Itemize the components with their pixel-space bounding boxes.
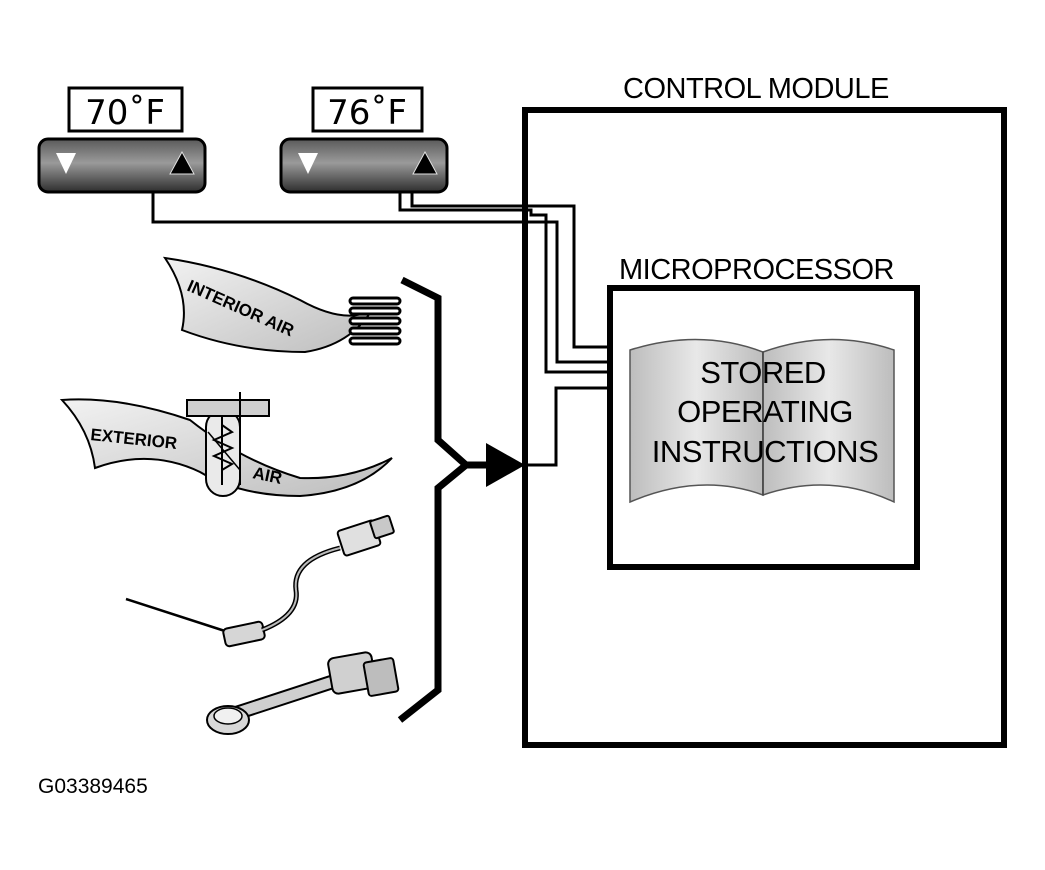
- thermostat-70: 70˚F: [37, 86, 207, 194]
- thermostat-76: 76˚F: [279, 86, 449, 194]
- brace-lower: [397, 462, 469, 723]
- probe-sensor: [125, 514, 395, 648]
- book-right-page: [762, 338, 895, 504]
- thermistor-resistor-icon: [211, 424, 235, 471]
- book-line-2: OPERATING: [677, 394, 853, 429]
- microprocessor-label: MICROPROCESSOR: [619, 254, 894, 286]
- interior-air-ribbon: [162, 256, 373, 354]
- probe-cable-inner: [261, 547, 341, 631]
- probe-body: [222, 620, 266, 648]
- input-arrow-icon: [486, 443, 525, 487]
- wire-thermostat-1: [151, 193, 610, 364]
- control-module-box: [522, 107, 1007, 748]
- brace-upper: [400, 276, 469, 468]
- disc-sensor-connector: [362, 657, 400, 697]
- sensor-input-brace: [397, 276, 495, 723]
- thermostat-panel: [37, 137, 207, 194]
- disc-sensor: [206, 651, 400, 735]
- wire-sensors: [525, 386, 610, 467]
- temp-display-text: 70˚F: [85, 93, 165, 133]
- book-line-3: INSTRUCTIONS: [652, 434, 879, 469]
- thermistor-cap: [186, 399, 270, 417]
- wire-thermostat-2a: [398, 193, 610, 374]
- book-line-1: STORED: [700, 355, 826, 390]
- interior-air-sensor: INTERIOR AIR: [162, 256, 402, 354]
- probe-connector-tab: [369, 514, 395, 540]
- temp-display-text: 76˚F: [327, 93, 407, 133]
- disc-sensor-face: [213, 707, 243, 725]
- figure-id: G03389465: [38, 775, 148, 798]
- probe-needle: [125, 597, 229, 634]
- control-module: CONTROL MODULE: [522, 73, 1007, 748]
- thermostat-wires: [151, 193, 610, 467]
- probe-cable: [261, 545, 341, 633]
- triangle-down-icon[interactable]: [298, 153, 318, 174]
- triangle-up-icon[interactable]: [169, 150, 195, 175]
- temp-display-box: [67, 86, 184, 133]
- triangle-up-icon[interactable]: [412, 150, 438, 175]
- control-module-label: CONTROL MODULE: [623, 73, 889, 105]
- triangle-down-icon[interactable]: [56, 153, 76, 174]
- thermistor-arrow: [207, 431, 241, 471]
- exterior-air-sensor: EXTERIOR AIR: [59, 392, 393, 498]
- thermostat-panel: [279, 137, 449, 194]
- interior-sensor-grille: [348, 296, 402, 346]
- stored-instructions-book: STORED OPERATING INSTRUCTIONS: [629, 338, 895, 504]
- temp-display-box: [311, 86, 424, 133]
- wire-thermostat-2b: [410, 193, 610, 349]
